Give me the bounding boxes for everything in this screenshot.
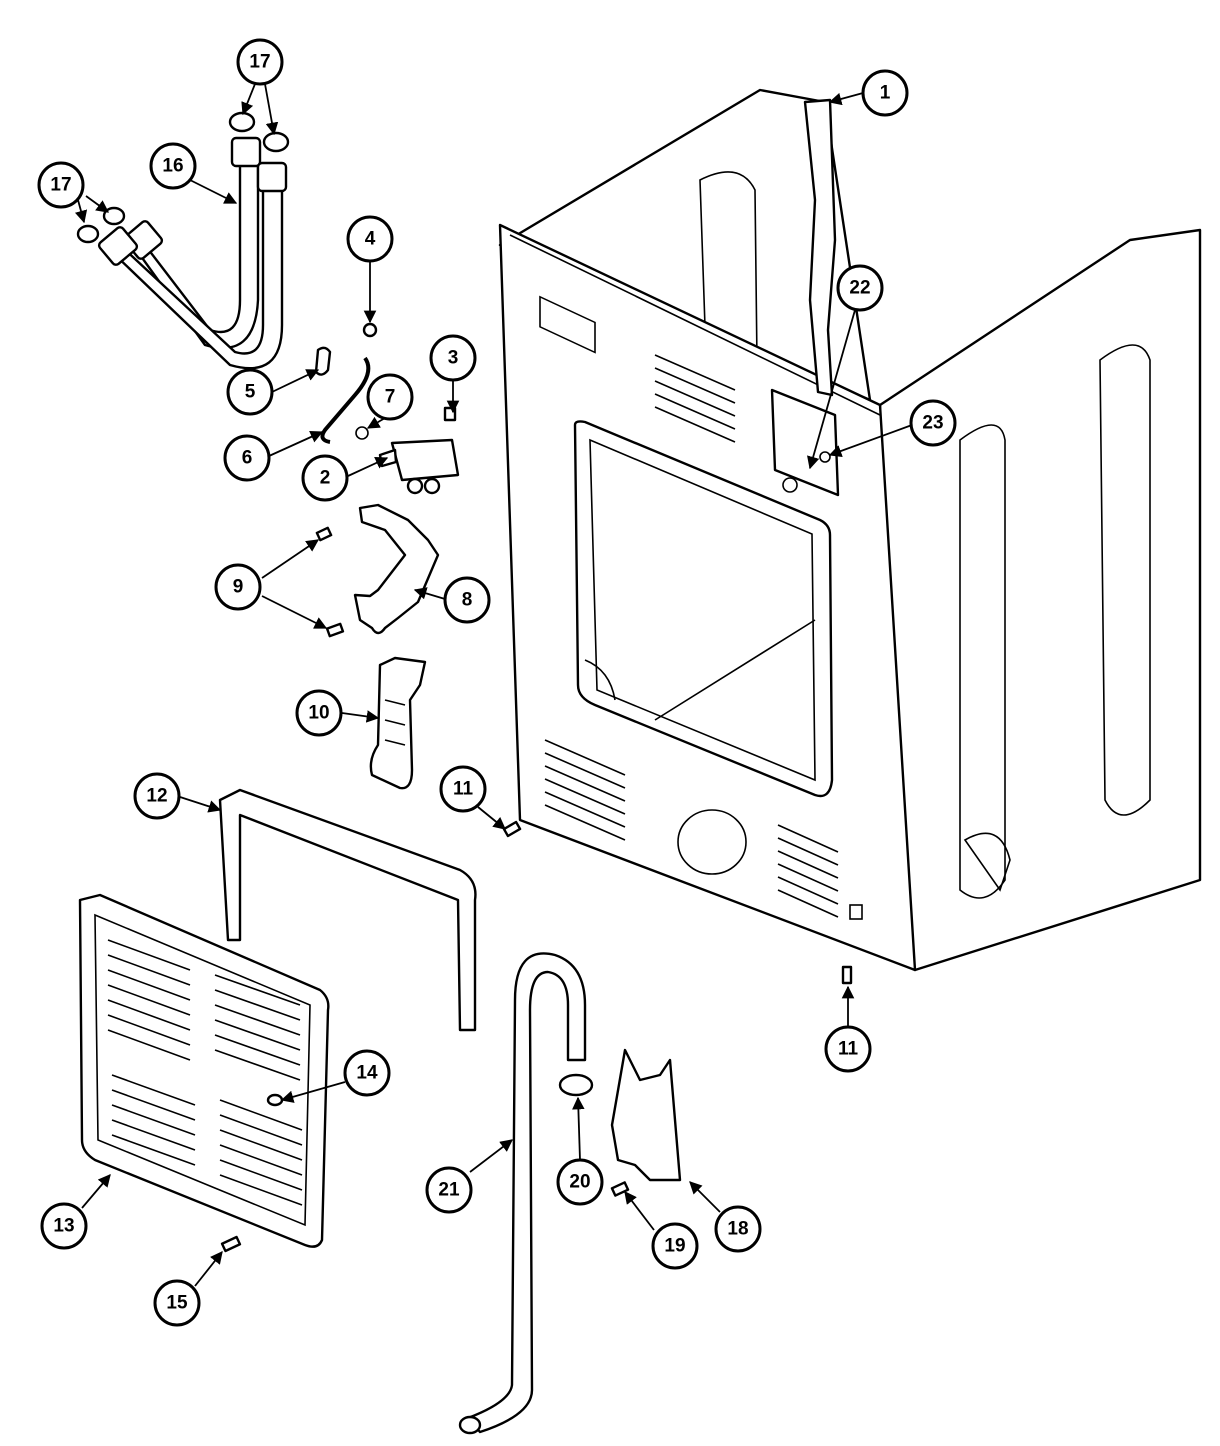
callout-label: 13 xyxy=(53,1216,74,1237)
callout-8: 8 xyxy=(443,576,491,624)
callout-14: 14 xyxy=(343,1049,391,1097)
callout-label: 4 xyxy=(365,229,376,250)
drain-shield xyxy=(610,1048,682,1182)
callout-6: 6 xyxy=(223,434,271,482)
callout-label: 2 xyxy=(320,468,331,489)
callout-15: 15 xyxy=(153,1279,201,1327)
screw xyxy=(502,820,522,838)
callout-23: 23 xyxy=(909,399,957,447)
callout-7: 7 xyxy=(366,373,414,421)
callout-22: 22 xyxy=(836,264,884,312)
callout-17a: 17 xyxy=(236,38,284,86)
callout-label: 7 xyxy=(385,387,396,408)
callout-17b: 17 xyxy=(37,161,85,209)
callout-4: 4 xyxy=(346,215,394,263)
screw xyxy=(610,1181,630,1197)
callout-label: 22 xyxy=(849,278,870,299)
inlet-hoses xyxy=(76,111,290,370)
screw xyxy=(841,965,853,985)
screw xyxy=(220,1235,242,1253)
callout-label: 18 xyxy=(727,1219,748,1240)
callout-13: 13 xyxy=(40,1202,88,1250)
callout-1: 1 xyxy=(861,69,909,117)
callout-label: 17 xyxy=(249,52,270,73)
callout-19: 19 xyxy=(651,1222,699,1270)
bracket xyxy=(315,503,440,638)
callout-label: 11 xyxy=(838,1039,859,1060)
callout-label: 20 xyxy=(569,1172,590,1193)
callout-label: 23 xyxy=(922,413,943,434)
callout-label: 15 xyxy=(166,1293,188,1314)
leader-lines xyxy=(74,83,913,1287)
callout-3: 3 xyxy=(429,334,477,382)
callout-label: 10 xyxy=(308,703,329,724)
callout-label: 12 xyxy=(146,786,167,807)
callout-16: 16 xyxy=(149,142,197,190)
callout-18: 18 xyxy=(714,1205,762,1253)
callout-5: 5 xyxy=(226,368,274,416)
callout-label: 21 xyxy=(438,1180,460,1201)
callout-9: 9 xyxy=(214,563,262,611)
callout-12: 12 xyxy=(133,772,181,820)
callout-11a: 11 xyxy=(439,765,487,813)
callout-10: 10 xyxy=(295,689,343,737)
callout-label: 16 xyxy=(162,156,183,177)
callout-label: 8 xyxy=(462,590,473,611)
callout-label: 9 xyxy=(233,577,244,598)
front-grille xyxy=(78,893,330,1248)
callout-21: 21 xyxy=(425,1166,473,1214)
callout-label: 17 xyxy=(50,175,71,196)
hose-guide xyxy=(369,656,427,790)
front-frame xyxy=(218,788,477,1032)
callout-label: 14 xyxy=(356,1063,378,1084)
callout-label: 1 xyxy=(880,83,891,104)
hose-clamp xyxy=(558,1073,594,1097)
callout-label: 11 xyxy=(453,779,474,800)
callout-20: 20 xyxy=(556,1158,604,1206)
callout-label: 3 xyxy=(448,348,459,369)
screw xyxy=(266,1093,284,1107)
callout-label: 6 xyxy=(242,448,253,469)
callout-label: 5 xyxy=(245,382,256,403)
cabinet xyxy=(498,88,1202,972)
callout-11b: 11 xyxy=(824,1025,872,1073)
drain-hose xyxy=(458,952,587,1435)
small-parts xyxy=(314,322,460,495)
callout-label: 19 xyxy=(664,1236,685,1257)
callout-2: 2 xyxy=(301,454,349,502)
